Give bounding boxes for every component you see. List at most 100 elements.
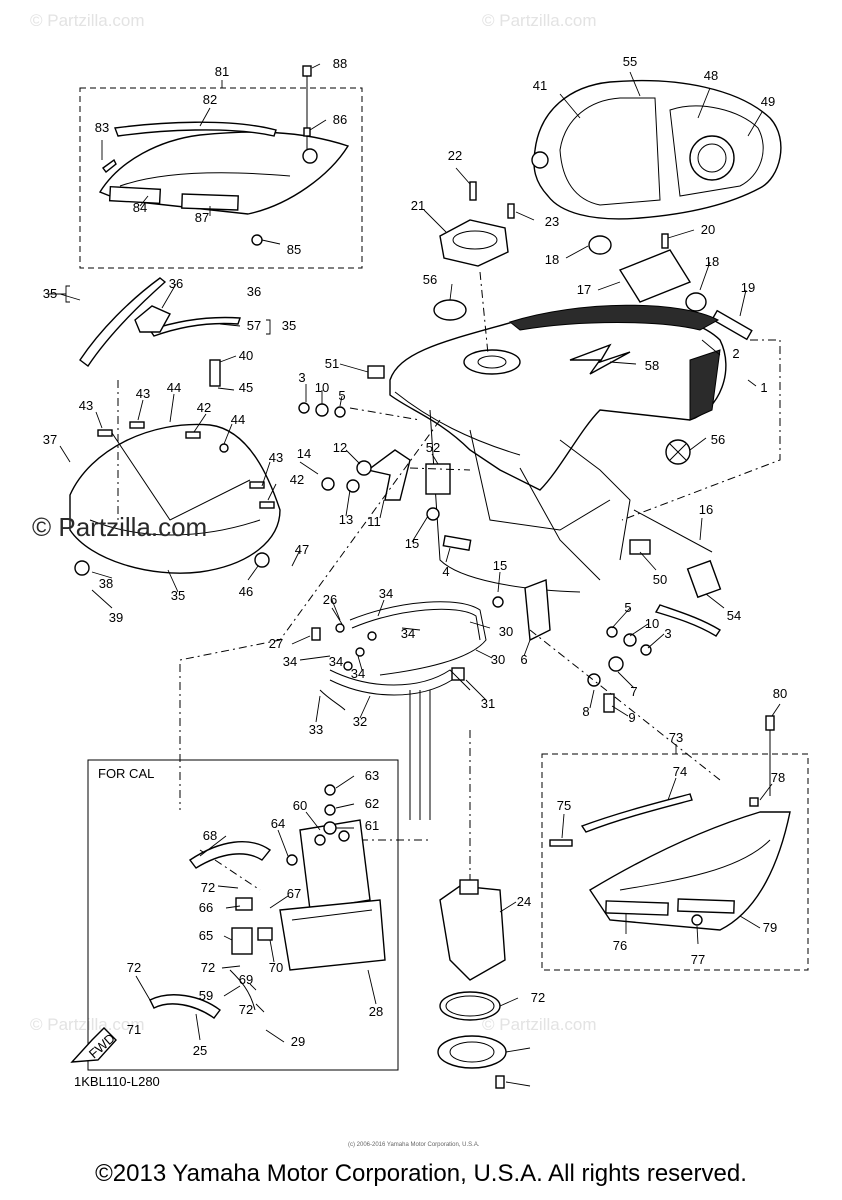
- callout-76: 76: [613, 938, 627, 953]
- callout-6: 6: [520, 652, 527, 667]
- callout-72: 72: [201, 880, 215, 895]
- callout-41: 41: [533, 78, 547, 93]
- callout-30: 30: [491, 652, 505, 667]
- callout-72: 72: [201, 960, 215, 975]
- callout-40: 40: [239, 348, 253, 363]
- callout-25: 25: [193, 1043, 207, 1058]
- callout-56: 56: [423, 272, 437, 287]
- callout-31: 31: [481, 696, 495, 711]
- callout-69: 69: [239, 972, 253, 987]
- front-tank-cover: [69, 359, 281, 576]
- callout-64: 64: [271, 816, 285, 831]
- callout-18: 18: [705, 254, 719, 269]
- callout-46: 46: [239, 584, 253, 599]
- callout-59: 59: [199, 988, 213, 1003]
- callout-48: 48: [704, 68, 718, 83]
- callout-3: 3: [298, 370, 305, 385]
- callout-15: 15: [493, 558, 507, 573]
- callout-45: 45: [239, 380, 253, 395]
- callout-47: 47: [295, 542, 309, 557]
- callout-10: 10: [645, 616, 659, 631]
- callout-74: 74: [673, 764, 687, 779]
- callout-22: 22: [448, 148, 462, 163]
- copyright-notice: ©2013 Yamaha Motor Corporation, U.S.A. A…: [95, 1160, 747, 1187]
- callout-11: 11: [367, 514, 381, 529]
- callout-27: 27: [269, 636, 283, 651]
- callout-77: 77: [691, 952, 705, 967]
- fuel-pump-assembly: [437, 879, 507, 1089]
- watermark-bottom-right: © Partzilla.com: [482, 1015, 597, 1034]
- callout-34: 34: [401, 626, 415, 641]
- tank-hardware: [298, 402, 722, 713]
- callout-78: 78: [771, 770, 785, 785]
- callout-50: 50: [653, 572, 667, 587]
- callout-67: 67: [287, 886, 301, 901]
- callout-12: 12: [333, 440, 347, 455]
- callout-75: 75: [557, 798, 571, 813]
- callout-20: 20: [701, 222, 715, 237]
- callout-61: 61: [365, 818, 379, 833]
- callout-72: 72: [531, 990, 545, 1005]
- callout-43: 43: [79, 398, 93, 413]
- side-cover-assembly: [79, 65, 363, 269]
- section-label-for-cal: FOR CAL: [98, 766, 154, 781]
- callout-80: 80: [773, 686, 787, 701]
- tank-interior-view: [531, 79, 782, 220]
- callout-24: 24: [517, 894, 531, 909]
- callout-39: 39: [109, 610, 123, 625]
- callout-13: 13: [339, 512, 353, 527]
- callout-5: 5: [338, 388, 345, 403]
- callout-62: 62: [365, 796, 379, 811]
- callout-30: 30: [499, 624, 513, 639]
- callout-44: 44: [231, 412, 245, 427]
- callout-7: 7: [630, 684, 637, 699]
- fuel-tank: [367, 304, 727, 593]
- callout-73: 73: [669, 730, 683, 745]
- callout-19: 19: [741, 280, 755, 295]
- reference-lines: [117, 271, 781, 891]
- callout-84: 84: [133, 200, 147, 215]
- callout-86: 86: [333, 112, 347, 127]
- callout-8: 8: [582, 704, 589, 719]
- callout-18: 18: [545, 252, 559, 267]
- callout-87: 87: [195, 210, 209, 225]
- callout-43: 43: [269, 450, 283, 465]
- watermark-top-right: © Partzilla.com: [482, 11, 597, 30]
- callout-56: 56: [711, 432, 725, 447]
- fine-print: (c) 2006-2016 Yamaha Motor Corporation, …: [348, 1142, 480, 1148]
- watermark-bottom-left: © Partzilla.com: [30, 1015, 145, 1034]
- callout-1: 1: [760, 380, 767, 395]
- callout-85: 85: [287, 242, 301, 257]
- callout-33: 33: [309, 722, 323, 737]
- california-section: [87, 759, 399, 1071]
- callout-63: 63: [365, 768, 379, 783]
- callout-83: 83: [95, 120, 109, 135]
- callout-36: 36: [247, 284, 261, 299]
- callout-60: 60: [293, 798, 307, 813]
- callout-34: 34: [329, 654, 343, 669]
- callout-71: 71: [127, 1022, 141, 1037]
- watermark-large: © Partzilla.com: [32, 512, 207, 542]
- callout-35: 35: [282, 318, 296, 333]
- callout-81: 81: [215, 64, 229, 79]
- callout-17: 17: [577, 282, 591, 297]
- callout-43: 43: [136, 386, 150, 401]
- callout-38: 38: [99, 576, 113, 591]
- callout-4: 4: [442, 564, 449, 579]
- callout-82: 82: [203, 92, 217, 107]
- callout-labels: 8881828683848785225541484921232018171819…: [43, 54, 787, 1058]
- callout-3: 3: [664, 626, 671, 641]
- hose-set: [311, 601, 487, 820]
- callout-34: 34: [351, 666, 365, 681]
- leader-lines: [48, 63, 781, 1087]
- callout-70: 70: [269, 960, 283, 975]
- callout-2: 2: [732, 346, 739, 361]
- callout-66: 66: [199, 900, 213, 915]
- callout-72: 72: [239, 1002, 253, 1017]
- callout-51: 51: [325, 356, 339, 371]
- callout-44: 44: [167, 380, 181, 395]
- callout-29: 29: [291, 1034, 305, 1049]
- fuel-cap-assembly: [433, 181, 515, 321]
- callout-57: 57: [247, 318, 261, 333]
